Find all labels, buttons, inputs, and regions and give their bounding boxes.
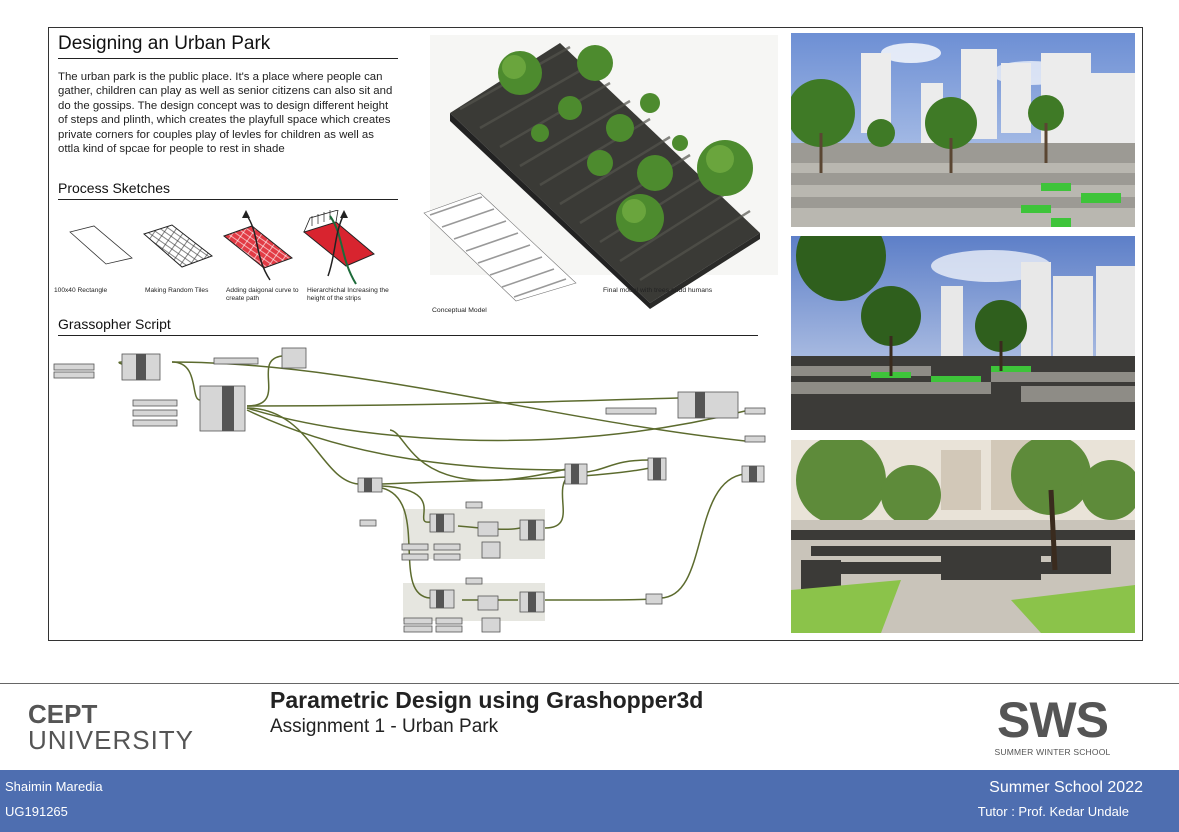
render-photo-3 <box>791 440 1135 633</box>
logo-text-cept: CEPT <box>28 699 98 729</box>
sketch-random-tiles <box>143 224 214 268</box>
course-title: Parametric Design using Grashopper3d <box>270 687 704 713</box>
script-divider <box>58 335 758 336</box>
student-name: Shaimin Maredia <box>5 779 103 794</box>
student-id: UG191265 <box>5 804 68 819</box>
render-photo-2 <box>791 236 1135 430</box>
logo-text-university: UNIVERSITY <box>28 725 195 755</box>
sws-logo-subtext: SUMMER WINTER SCHOOL <box>994 747 1111 757</box>
sketch-diagonal-curve <box>222 210 294 281</box>
sketch-rectangle <box>69 225 133 265</box>
final-model-caption: Final model with trees andd humans <box>603 287 713 294</box>
title-divider <box>58 58 398 59</box>
sws-logo-text: SWS <box>997 692 1109 748</box>
conceptual-model-caption: Conceptual Model <box>432 307 487 314</box>
grasshopper-heading: Grassopher Script <box>58 316 171 332</box>
process-divider <box>58 199 398 200</box>
project-description: The urban park is the public place. It's… <box>58 71 393 156</box>
render-photo-1 <box>791 33 1135 227</box>
grasshopper-script-canvas <box>50 340 770 636</box>
model-renders <box>423 35 778 309</box>
footer-divider <box>0 683 1179 684</box>
process-sketches-heading: Process Sketches <box>58 180 171 196</box>
sketch-label-4: Hierarchichal Increasing the height of t… <box>307 287 389 302</box>
sketch-hierarchical-heights <box>302 210 375 285</box>
footer-bar <box>0 770 1179 832</box>
tutor-label: Tutor : Prof. Kedar Undale <box>977 804 1129 819</box>
page-title: Designing an Urban Park <box>58 33 271 54</box>
sketch-label-3: Adding daigonal curve to create path <box>226 287 299 302</box>
school-label: Summer School 2022 <box>989 779 1143 796</box>
sketch-label-1: 100x40 Rectangle <box>54 287 108 294</box>
cept-university-logo: CEPT UNIVERSITY <box>28 699 193 756</box>
sketch-label-2: Making Random Tiles <box>145 287 209 294</box>
sws-logo: SWS SUMMER WINTER SCHOOL <box>990 695 1115 761</box>
assignment-title: Assignment 1 - Urban Park <box>270 716 499 737</box>
